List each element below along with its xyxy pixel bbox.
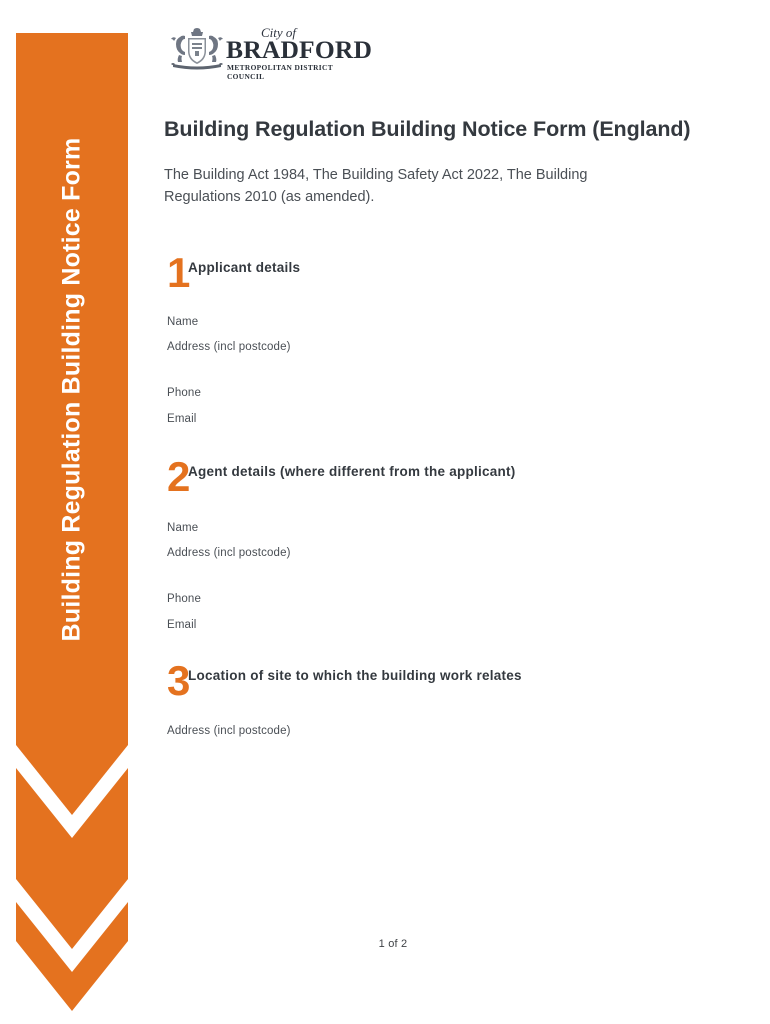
section-title: Agent details (where different from the …: [188, 464, 516, 479]
field-label-name: Name: [167, 316, 199, 328]
section-agent-details: 2 Agent details (where different from th…: [164, 456, 748, 632]
section-header: 3 Location of site to which the building…: [164, 660, 748, 710]
page-content: City of BRADFORD METROPOLITAN DISTRICT C…: [164, 0, 748, 1024]
section-header: 1 Applicant details: [164, 252, 748, 302]
side-banner-arrow-shape: [16, 33, 128, 1011]
section-number: 2: [167, 453, 191, 500]
field-label-email: Email: [167, 619, 197, 631]
section-header: 2 Agent details (where different from th…: [164, 456, 748, 506]
field-label-address: Address (incl postcode): [167, 725, 291, 737]
logo-bradford-text: BRADFORD: [226, 35, 373, 64]
section-number: 1: [167, 249, 191, 296]
field-label-phone: Phone: [167, 387, 202, 399]
page-subtitle: The Building Act 1984, The Building Safe…: [164, 167, 588, 206]
field-label-address: Address (incl postcode): [167, 547, 291, 559]
page-number-footer: 1 of 2: [378, 938, 408, 950]
section-title: Location of site to which the building w…: [188, 668, 522, 683]
field-label-name: Name: [167, 522, 199, 534]
section-title: Applicant details: [188, 260, 301, 275]
field-label-email: Email: [167, 413, 197, 425]
page-title: Building Regulation Building Notice Form…: [164, 117, 691, 141]
logo-city-of-text: City of: [261, 25, 297, 40]
bradford-council-logo: City of BRADFORD METROPOLITAN DISTRICT C…: [167, 25, 372, 81]
section-number: 3: [167, 657, 191, 704]
bradford-coat-of-arms-icon: [171, 28, 223, 70]
field-label-address: Address (incl postcode): [167, 341, 291, 353]
section-applicant-details: 1 Applicant details Name Address (incl p…: [164, 252, 748, 426]
side-banner: Building Regulation Building Notice Form: [16, 33, 128, 1011]
section-site-location: 3 Location of site to which the building…: [164, 660, 748, 738]
field-label-phone: Phone: [167, 593, 202, 605]
logo-council-text: METROPOLITAN DISTRICT COUNCIL: [227, 63, 333, 81]
